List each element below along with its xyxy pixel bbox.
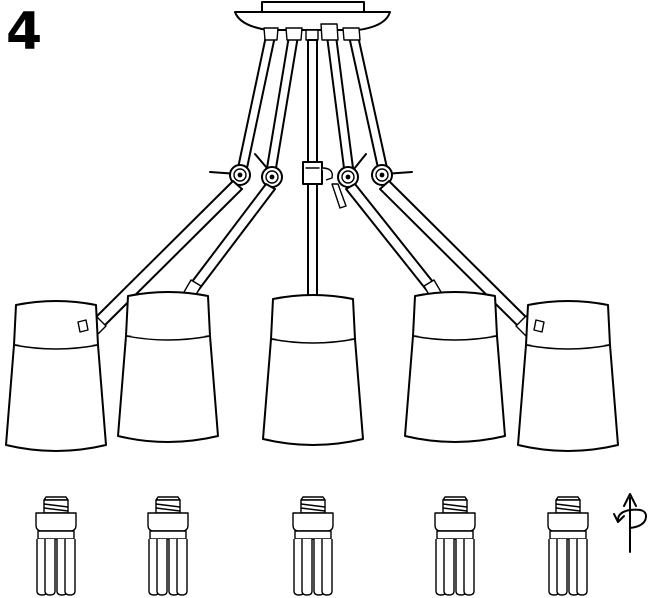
compact-fluorescent-bulb-icon — [147, 496, 189, 596]
compact-fluorescent-bulb-icon — [292, 496, 334, 596]
shade-4 — [404, 291, 506, 443]
shade-2 — [117, 291, 219, 443]
center-clamp — [302, 161, 347, 209]
compact-fluorescent-bulb-icon — [434, 496, 476, 596]
shade-3 — [262, 294, 364, 446]
compact-fluorescent-bulb-icon — [547, 496, 589, 596]
hinge-left-inner — [254, 153, 283, 188]
shade-1 — [5, 300, 107, 452]
hinge-left-outer — [209, 164, 251, 186]
step-number: 4 — [6, 2, 43, 62]
upper-arms — [237, 23, 388, 169]
shade-5 — [517, 300, 619, 452]
lower-arms — [81, 180, 541, 341]
ceiling-canopy — [234, 1, 391, 31]
compact-fluorescent-bulb-icon — [35, 496, 77, 596]
hinge-right-inner — [337, 153, 367, 188]
rotate-clockwise-arrow-icon — [613, 493, 647, 553]
hinge-right-outer — [371, 164, 413, 186]
